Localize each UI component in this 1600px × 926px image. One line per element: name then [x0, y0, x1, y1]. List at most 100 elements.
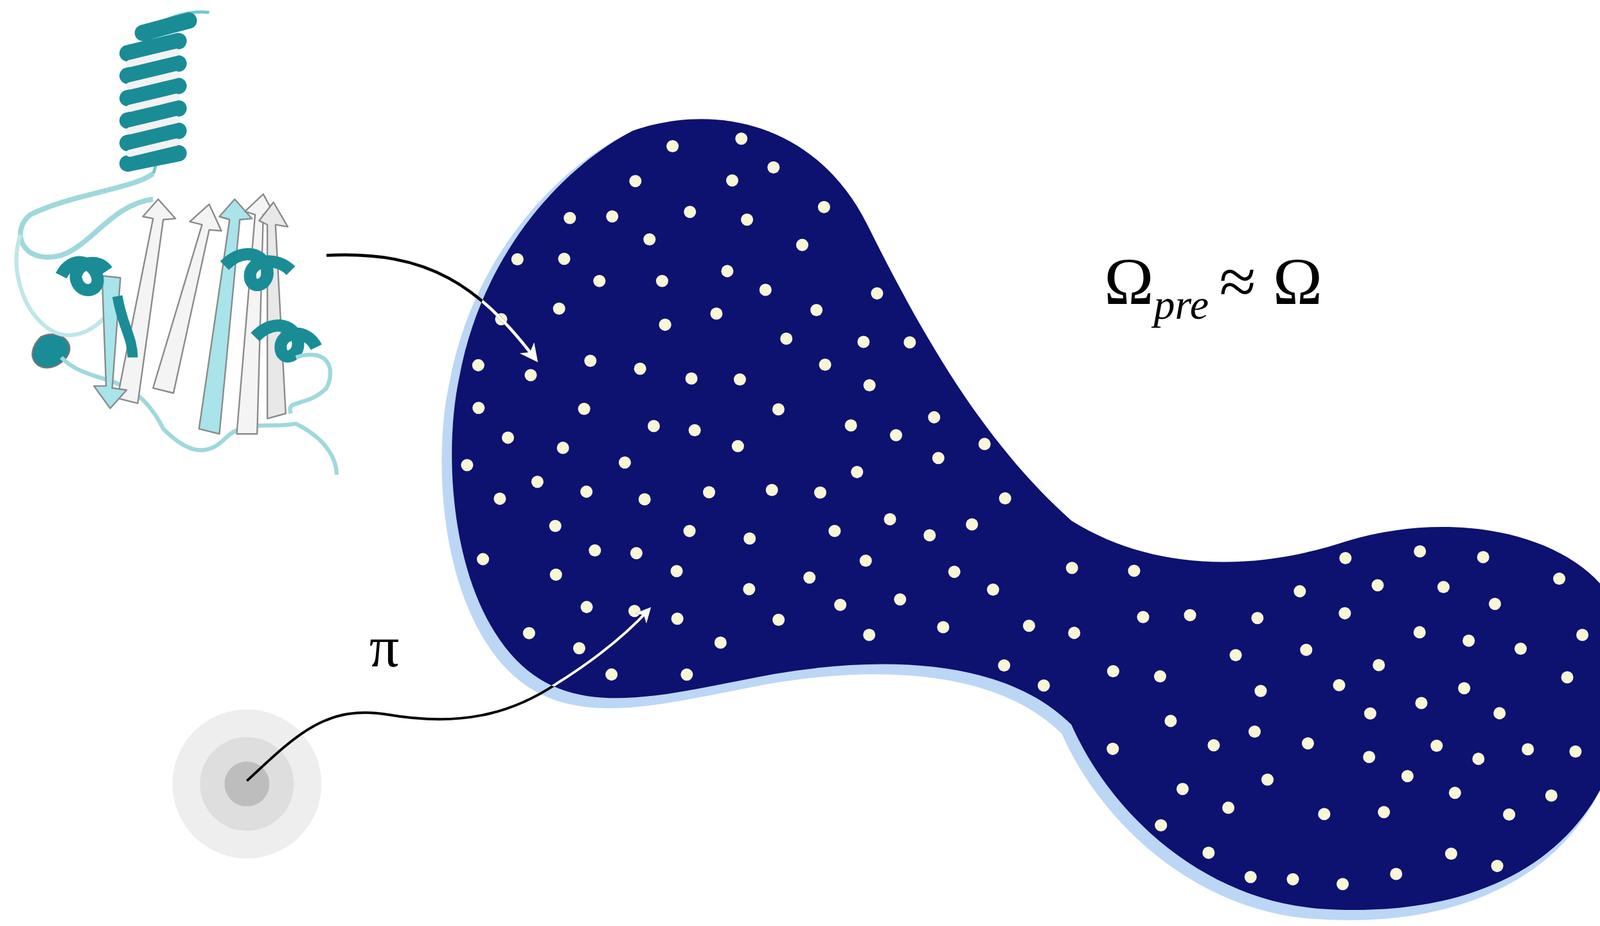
- sample-dot: [472, 359, 485, 372]
- sample-dot: [1576, 629, 1589, 642]
- sample-dot: [965, 517, 978, 531]
- sample-dot: [580, 485, 593, 498]
- protein-structure: [16, 12, 337, 475]
- sample-dot: [666, 140, 679, 153]
- sample-dot: [772, 613, 785, 626]
- sample-dot: [997, 659, 1011, 672]
- sample-dot: [670, 564, 684, 578]
- sample-dot: [759, 283, 772, 296]
- sample-dot: [710, 307, 723, 320]
- sample-dot: [1377, 805, 1390, 818]
- sample-dot: [720, 264, 734, 277]
- sample-dot: [1561, 670, 1574, 684]
- protein-arrow: [326, 255, 536, 360]
- sample-dot: [844, 418, 858, 432]
- sample-dot: [1401, 769, 1414, 783]
- sample-dot: [1553, 572, 1566, 585]
- sample-dot: [862, 629, 876, 642]
- sample-dot: [1222, 801, 1235, 814]
- protein-arrow-inner: [326, 255, 536, 360]
- sample-dot: [618, 456, 632, 469]
- sample-dot: [647, 420, 660, 433]
- sample-dot: [1301, 737, 1315, 750]
- sample-dot: [735, 132, 748, 145]
- sample-dot: [524, 368, 537, 382]
- sample-dot: [1176, 782, 1189, 795]
- sample-dot: [810, 303, 823, 317]
- sample-dot: [1445, 847, 1458, 860]
- sample-dot: [796, 239, 809, 252]
- sample-dot: [630, 546, 643, 560]
- sample-dot: [1207, 738, 1220, 752]
- sample-dot: [714, 636, 727, 649]
- omega-symbol: Ω: [1103, 244, 1154, 319]
- sample-dot: [702, 485, 716, 498]
- sample-dot: [638, 492, 651, 506]
- sample-dot: [884, 512, 897, 525]
- sample-dot: [1414, 696, 1428, 709]
- sample-dot: [1521, 742, 1534, 756]
- sample-dot: [573, 641, 586, 655]
- sample-dot: [563, 212, 576, 225]
- sample-dot: [859, 554, 872, 567]
- sample-dot: [1244, 870, 1257, 883]
- sample-dot: [803, 571, 816, 584]
- sample-dot: [772, 402, 785, 416]
- sample-dot: [1545, 789, 1558, 802]
- sample-dot: [593, 275, 606, 288]
- sample-dot: [578, 402, 591, 416]
- sample-dot: [1371, 578, 1385, 592]
- sample-dot: [1413, 544, 1426, 558]
- sample-dot: [850, 465, 863, 479]
- sample-dot: [999, 492, 1012, 505]
- sample-dot: [1037, 679, 1050, 692]
- sample-dot: [671, 612, 684, 625]
- sample-dot: [685, 372, 698, 385]
- sample-dot: [923, 529, 936, 542]
- sample-dot: [1106, 742, 1119, 756]
- sample-dot: [903, 336, 916, 349]
- sample-dot: [870, 287, 883, 300]
- sample-dot: [629, 174, 642, 187]
- policy-symbol: π: [369, 613, 400, 680]
- sample-dot: [1127, 564, 1140, 578]
- sample-dot: [1261, 773, 1274, 786]
- sample-dot: [460, 458, 473, 472]
- sample-dot: [767, 161, 780, 174]
- sample-dot: [605, 210, 619, 223]
- sample-dot: [634, 362, 647, 375]
- sample-dot: [893, 593, 907, 606]
- sample-dot: [605, 668, 618, 681]
- sample-dot: [643, 233, 656, 246]
- sample-dot: [557, 441, 570, 454]
- sample-dot: [828, 524, 841, 538]
- sample-dot: [1317, 807, 1331, 820]
- sample-dot: [726, 174, 739, 187]
- sample-dot: [731, 440, 745, 453]
- sample-dot: [1457, 682, 1471, 695]
- sample-dot: [986, 583, 1000, 596]
- gaussian-ring: [172, 709, 322, 859]
- sample-dot: [549, 519, 562, 533]
- sample-dot: [765, 483, 779, 497]
- sample-dot: [1462, 634, 1475, 647]
- sample-dot: [1136, 611, 1149, 624]
- region-blob: [451, 118, 1600, 910]
- sample-dot: [580, 600, 594, 614]
- sample-dot: [1339, 551, 1352, 565]
- sample-dot: [740, 213, 754, 226]
- sample-dot: [948, 565, 961, 578]
- sample-dot: [814, 486, 827, 499]
- subscript-text: pre: [1154, 280, 1210, 328]
- sample-dot: [1338, 607, 1351, 620]
- sample-dot: [1362, 750, 1376, 763]
- sample-dot: [817, 201, 831, 214]
- sample-dot: [733, 373, 747, 386]
- sample-dot: [743, 532, 756, 545]
- sample-dot: [493, 492, 506, 506]
- sample-dot: [1229, 648, 1243, 662]
- sample-dot: [683, 205, 696, 218]
- sample-dot: [1372, 659, 1385, 672]
- sample-dot: [1336, 877, 1349, 890]
